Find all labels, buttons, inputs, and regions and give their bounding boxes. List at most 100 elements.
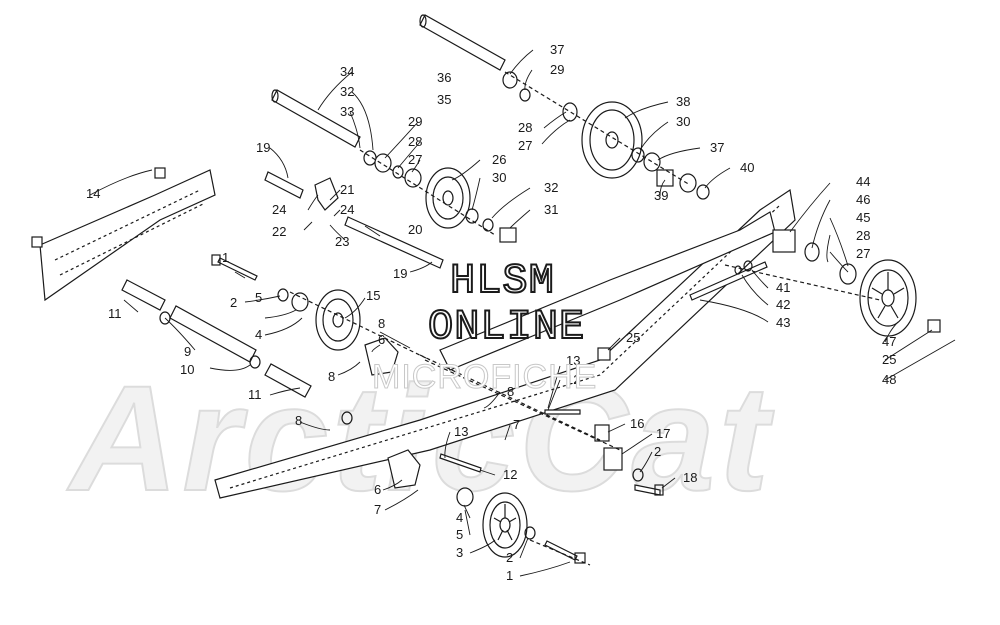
callout-11: 11 [248, 387, 262, 402]
callout-28: 28 [518, 120, 532, 135]
nut-14 [31, 167, 166, 248]
callout-4: 4 [255, 327, 262, 342]
callout-17: 17 [656, 426, 670, 441]
callout-4: 4 [456, 510, 463, 525]
callout-8: 8 [328, 369, 335, 384]
callout-26: 26 [492, 152, 506, 167]
callout-48: 48 [882, 372, 896, 387]
callout-44: 44 [856, 174, 870, 189]
callout-42: 42 [776, 297, 790, 312]
callout-5: 5 [456, 527, 463, 542]
bracket-6-upper [364, 337, 399, 376]
upper-rail [439, 211, 776, 371]
callout-12: 12 [503, 467, 517, 482]
callout-9: 9 [184, 344, 191, 359]
callout-3: 3 [456, 545, 463, 560]
callout-28: 28 [856, 228, 870, 243]
callout-22: 22 [272, 224, 286, 239]
callout-19: 19 [393, 266, 407, 281]
callout-10: 10 [180, 362, 194, 377]
callout-1: 1 [506, 568, 513, 583]
callout-20: 20 [408, 222, 422, 237]
wheel-26 [425, 167, 471, 229]
callout-38: 38 [676, 94, 690, 109]
callout-8: 8 [295, 413, 302, 428]
shaft-9 [169, 305, 257, 363]
bolt-18 [634, 484, 664, 496]
callout-21: 21 [340, 182, 354, 197]
watermark-hlsm: HLSM ONLINE [427, 257, 590, 351]
callout-24: 24 [272, 202, 286, 217]
watermark-line-1: HLSM [449, 257, 555, 305]
bolt-1-lower [544, 540, 586, 564]
callout-40: 40 [740, 160, 754, 175]
callout-18: 18 [683, 470, 697, 485]
callout-30: 30 [676, 114, 690, 129]
callout-7: 7 [374, 502, 381, 517]
bolt-1-upper [211, 254, 258, 281]
callout-8: 8 [378, 316, 385, 331]
callout-29: 29 [550, 62, 564, 77]
callout-13: 13 [566, 353, 580, 368]
shaft-11 [121, 279, 166, 311]
callout-6: 6 [374, 482, 381, 497]
shaft-36 [419, 14, 506, 71]
callout-28: 28 [408, 134, 422, 149]
assembly-lines [289, 71, 881, 566]
leader-lines [89, 49, 956, 577]
callout-2: 2 [506, 550, 513, 565]
wheel-3 [482, 492, 528, 558]
callout-46: 46 [856, 192, 870, 207]
bearing-set [159, 71, 857, 540]
callout-32: 32 [544, 180, 558, 195]
callout-43: 43 [776, 315, 790, 330]
bolt-25 [597, 319, 941, 361]
callout-30: 30 [492, 170, 506, 185]
callout-15: 15 [366, 288, 380, 303]
callout-13: 13 [454, 424, 468, 439]
callout-1: 1 [222, 250, 229, 265]
callout-25: 25 [882, 352, 896, 367]
callout-11: 11 [108, 306, 122, 321]
callout-25: 25 [626, 330, 640, 345]
callout-12: 12 [566, 372, 580, 387]
callout-14: 14 [86, 186, 100, 201]
callout-33: 33 [340, 104, 354, 119]
callout-39: 39 [654, 188, 668, 203]
bracket-21 [314, 177, 339, 211]
callout-36: 36 [437, 70, 451, 85]
callout-34: 34 [340, 64, 354, 79]
right-rail [214, 188, 796, 499]
wheel-15 [315, 289, 361, 351]
bracket-6-lower [387, 449, 421, 489]
callout-45: 45 [856, 210, 870, 225]
bolt-13-upper [544, 409, 581, 415]
wheel-38 [581, 101, 643, 179]
shaft-19 [264, 171, 304, 199]
callout-41: 41 [776, 280, 790, 295]
callout-27: 27 [856, 246, 870, 261]
callout-2: 2 [230, 295, 237, 310]
left-rail [39, 169, 216, 302]
callout-23: 23 [335, 234, 349, 249]
callout-47: 47 [882, 334, 896, 349]
callout-7: 7 [513, 417, 520, 432]
callout-6: 6 [378, 332, 385, 347]
wheel-45 [859, 259, 917, 337]
callout-19: 19 [256, 140, 270, 155]
callout-24: 24 [340, 202, 354, 217]
bolt-13-lower [439, 453, 482, 473]
callout-29: 29 [408, 114, 422, 129]
right-rail-detail [229, 204, 781, 489]
shaft-11b [264, 363, 312, 398]
callout-32: 32 [340, 84, 354, 99]
watermark-line-2: ONLINE [427, 303, 586, 351]
callout-8: 8 [507, 384, 514, 399]
callout-37: 37 [710, 140, 724, 155]
shaft-34 [271, 89, 361, 148]
callout-2: 2 [654, 444, 661, 459]
shaft-20 [344, 216, 444, 269]
